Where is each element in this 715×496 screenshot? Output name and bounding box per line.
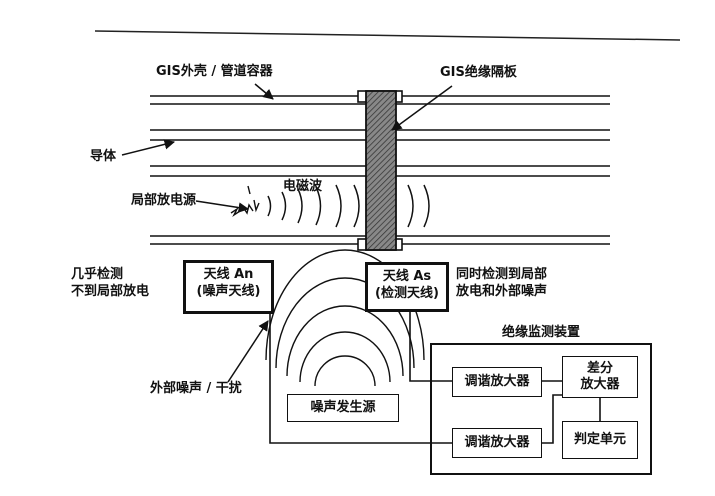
pd-source-label: 局部放电源 [131,193,197,208]
em-wave-arcs [267,184,430,228]
tuned-amplifier-top: 调谐放大器 [452,367,542,397]
conductor-label: 导体 [90,149,117,164]
top-frame-line [94,30,681,41]
no-detect-label-2: 不到局部放电 [71,284,150,299]
external-noise-label: 外部噪声 / 干扰 [150,381,242,396]
em-wave-label: 电磁波 [283,179,323,194]
tuned-amplifier-bottom: 调谐放大器 [452,428,542,458]
pointer-arrows [121,83,453,383]
diff-amp-line1: 差分 [586,361,613,376]
differential-amplifier-box: 差分 放大器 [562,356,638,398]
both-detect-label-2: 放电和外部噪声 [456,284,548,299]
monitor-device-title: 绝缘监测装置 [502,325,581,340]
insulation-barrier [357,90,403,251]
detect-antenna-box: 天线 As (检测天线) [365,262,449,312]
detect-antenna-role: (检测天线) [375,286,439,301]
monitor-device-frame [430,343,652,475]
both-detect-label-1: 同时检测到局部 [456,267,548,282]
gis-shell-label: GIS外壳 / 管道容器 [156,64,273,79]
noise-antenna-box: 天线 An (噪声天线) [183,260,274,314]
partial-discharge-spark [230,185,260,218]
detect-antenna-name: 天线 As [382,269,432,284]
judgement-unit-box: 判定单元 [562,421,638,459]
diff-amp-line2: 放大器 [580,377,620,392]
no-detect-label-1: 几乎检测 [71,267,124,282]
gis-barrier-label: GIS绝缘隔板 [440,65,517,80]
noise-antenna-role: (噪声天线) [196,284,261,299]
signal-wires [269,311,601,444]
noise-generator-box: 噪声发生源 [287,394,399,422]
noise-antenna-name: 天线 An [203,267,254,282]
